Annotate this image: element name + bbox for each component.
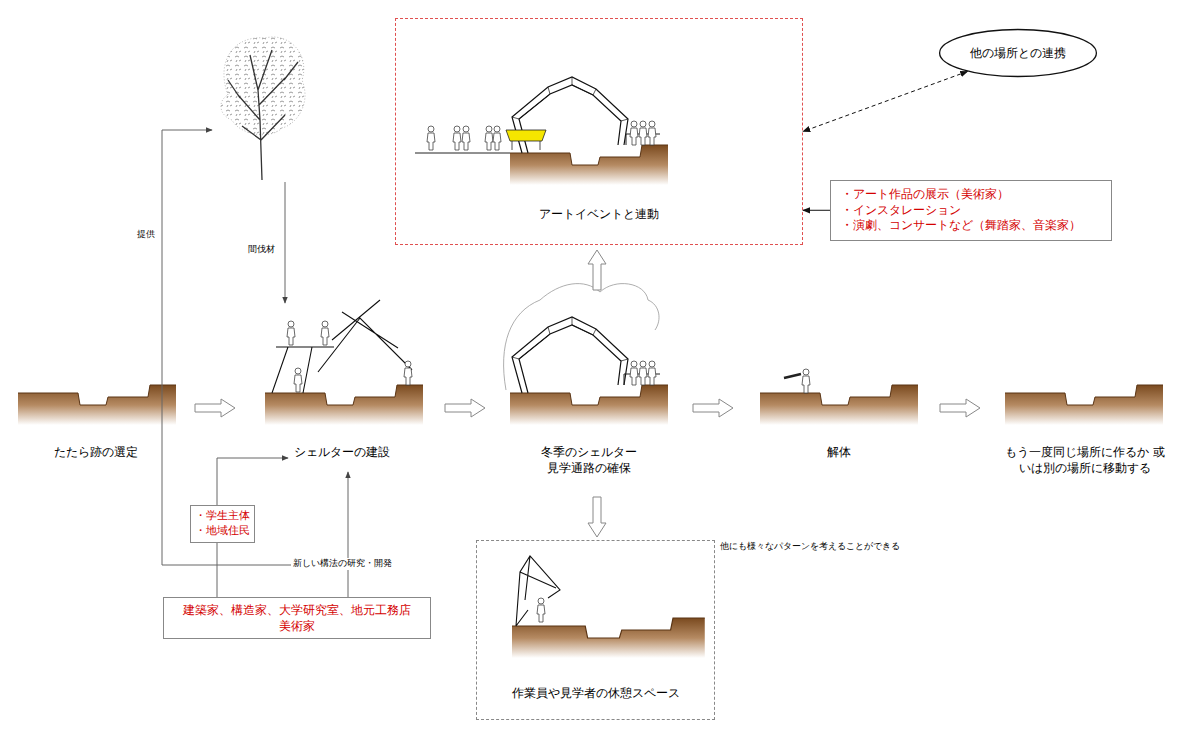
visitor-figure	[493, 126, 501, 150]
caption-label: 提供	[137, 229, 155, 241]
node-text: ・学生主体	[195, 509, 250, 524]
worker-figure	[287, 321, 295, 345]
node-text: 建築家、構造家、大学研究室、地元工務店 美術家	[177, 602, 417, 634]
ground-profile	[512, 618, 705, 658]
flow-arrow	[693, 399, 733, 417]
visitor-figure	[648, 361, 656, 385]
rest-space-panel: 作業員や見学者の休憩スペース	[476, 540, 715, 720]
ellipse-shape	[940, 30, 1097, 77]
connector-arrow	[803, 71, 967, 131]
caption-label: たたら跡の選定	[26, 445, 166, 461]
node-text: 作業員や見学者の休憩スペース	[512, 685, 680, 701]
visitor-figure	[453, 126, 461, 150]
caption-label: 新しい構法の研究・開発	[291, 558, 394, 570]
flow-arrow	[445, 399, 485, 417]
caption-label: シェルターの建設	[267, 445, 417, 461]
flow-arrow	[588, 250, 606, 290]
visitor-figure	[630, 361, 638, 385]
visitor-figure	[485, 126, 493, 150]
ground-profile	[18, 385, 176, 425]
flow-arrow	[588, 497, 606, 537]
caption-label: 間伐材	[248, 244, 275, 256]
flow-arrow	[195, 399, 235, 417]
snow-outline	[504, 284, 659, 390]
visitor-figure	[648, 121, 656, 145]
node-text: ・アート作品の展示（美術家）	[841, 187, 1101, 203]
participant-box: ・学生主体・地域住民	[190, 505, 255, 543]
event-panel: アートイベントと連動	[395, 18, 803, 245]
caption-label: もう一度同じ場所に作るか 或いは別の場所に移動する	[1005, 445, 1165, 476]
tree-illustration	[221, 37, 305, 180]
worker-figure	[294, 368, 302, 392]
activity-list-box: ・アート作品の展示（美術家）・インスタレーション・演劇、コンサートなど（舞踏家、…	[830, 180, 1112, 241]
visitor-figure	[427, 126, 435, 150]
shelter-illustration	[512, 317, 628, 393]
visitor-figure	[462, 126, 470, 150]
worker-figure	[321, 321, 329, 345]
caption-label: 解体	[809, 445, 869, 461]
node-text: 他の場所との連携	[970, 45, 1066, 61]
ground-profile	[510, 145, 668, 185]
construction-frame	[272, 300, 412, 393]
node-text: ・インスタレーション	[841, 203, 1101, 219]
art-object-legs	[512, 141, 540, 150]
node-text: ・地域住民	[195, 524, 250, 539]
shelter-illustration	[512, 77, 628, 153]
text-wrap: 建築家、構造家、大学研究室、地元工務店 美術家	[177, 602, 417, 634]
flow-arrow	[940, 399, 980, 417]
ground-profile	[265, 385, 423, 425]
ground-line	[415, 153, 510, 154]
ground-profile	[1005, 385, 1163, 425]
ground-profile	[510, 385, 668, 425]
visitor-figure	[537, 598, 545, 622]
worker-figure	[802, 369, 810, 393]
tree-trunk	[228, 50, 298, 180]
tree-crown	[221, 37, 305, 135]
connector-arrow	[803, 210, 830, 211]
process-lines	[162, 130, 348, 597]
ground-profile	[760, 385, 918, 425]
visitor-figure	[639, 121, 647, 145]
expert-box: 建築家、構造家、大学研究室、地元工務店 美術家	[163, 597, 431, 639]
node-text: ・演劇、コンサートなど（舞踏家、音楽家）	[841, 218, 1101, 234]
visitor-figure	[630, 121, 638, 145]
link-ellipse: 他の場所との連携	[938, 28, 1098, 78]
caption-label: 他にも様々なパターンを考えることができる	[720, 541, 900, 553]
tool	[784, 374, 801, 378]
worker-figure	[404, 361, 412, 385]
visitor-figure	[639, 361, 647, 385]
caption-label: 冬季のシェルター 見学通路の確保	[534, 445, 644, 476]
art-object	[506, 130, 546, 141]
node-text: アートイベントと連動	[539, 206, 659, 222]
small-shelter	[516, 556, 560, 626]
